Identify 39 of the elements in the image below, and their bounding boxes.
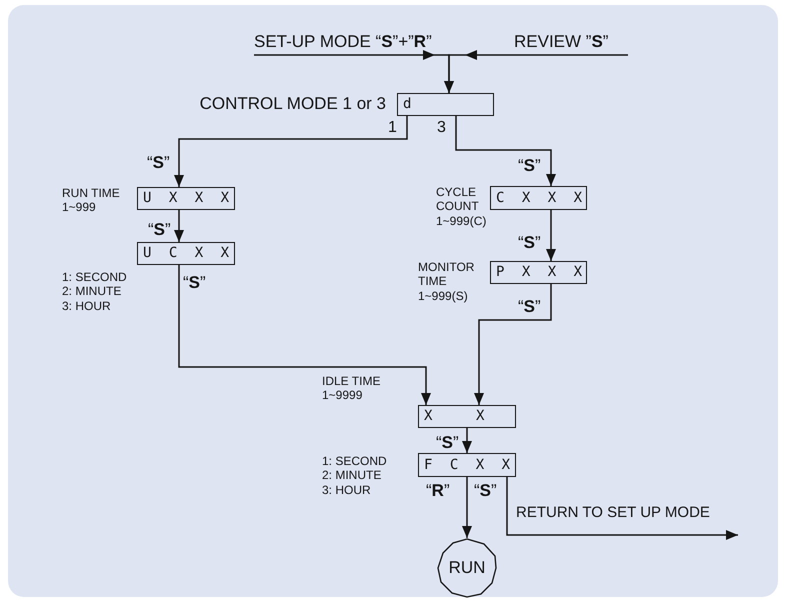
display-box: U C X X bbox=[137, 242, 235, 265]
field-caption: 1: SECOND 2: MINUTE 3: HOUR bbox=[322, 454, 388, 498]
edge-label: “S” bbox=[436, 432, 459, 454]
arrow bbox=[174, 116, 408, 187]
display-box: U X X X bbox=[137, 187, 235, 210]
field-caption: IDLE TIME 1~9999 bbox=[322, 374, 382, 403]
arrow bbox=[455, 116, 556, 186]
edge-label: “S” bbox=[518, 155, 541, 177]
field-caption: RUN TIME 1~999 bbox=[62, 186, 121, 215]
display-box: C X X X bbox=[490, 186, 587, 210]
display-box: F C X X bbox=[418, 453, 516, 477]
edge-label: “S” bbox=[518, 296, 541, 318]
arrow bbox=[178, 265, 431, 405]
arrow bbox=[174, 210, 184, 242]
arrow bbox=[462, 477, 472, 538]
run-octagon: RUN bbox=[437, 538, 497, 598]
note-label: RETURN TO SET UP MODE bbox=[516, 503, 710, 523]
mode-label: REVIEW ”S” bbox=[514, 28, 628, 55]
arrow bbox=[462, 428, 472, 453]
mode-label: SET-UP MODE “S”+”R” bbox=[254, 28, 454, 55]
field-caption: CONTROL MODE 1 or 3 bbox=[198, 94, 386, 114]
field-caption: MONITOR TIME 1~999(S) bbox=[418, 260, 476, 304]
arrow bbox=[506, 477, 738, 540]
display-box: X X bbox=[418, 405, 516, 428]
display-box: d bbox=[397, 93, 494, 116]
field-caption: CYCLE COUNT 1~999(C) bbox=[436, 185, 488, 228]
edge-label: “S” bbox=[148, 219, 171, 241]
arrow bbox=[444, 50, 628, 93]
edge-label: “S” bbox=[183, 272, 206, 294]
edge-label: “S” bbox=[474, 480, 497, 502]
branch-number: 1 bbox=[388, 118, 397, 138]
edge-label: “R” bbox=[426, 480, 450, 502]
branch-number: 3 bbox=[437, 118, 446, 138]
edge-label: “S” bbox=[147, 152, 170, 174]
field-caption: 1: SECOND 2: MINUTE 3: HOUR bbox=[62, 270, 128, 314]
display-box: P X X X bbox=[490, 261, 587, 284]
arrow bbox=[474, 284, 552, 405]
edge-label: “S” bbox=[518, 232, 541, 254]
arrow bbox=[546, 210, 556, 261]
